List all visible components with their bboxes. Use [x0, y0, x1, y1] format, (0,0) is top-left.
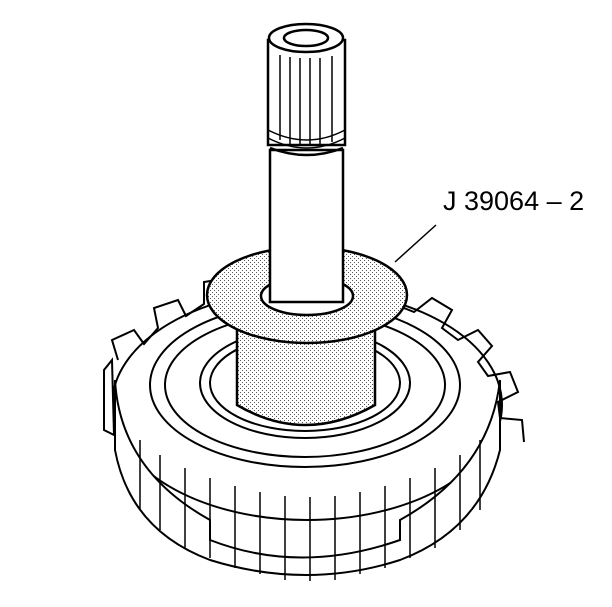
shaft [266, 22, 347, 304]
callout-leader [394, 224, 437, 263]
tool-callout-label: J 39064 – 2 [443, 186, 585, 216]
